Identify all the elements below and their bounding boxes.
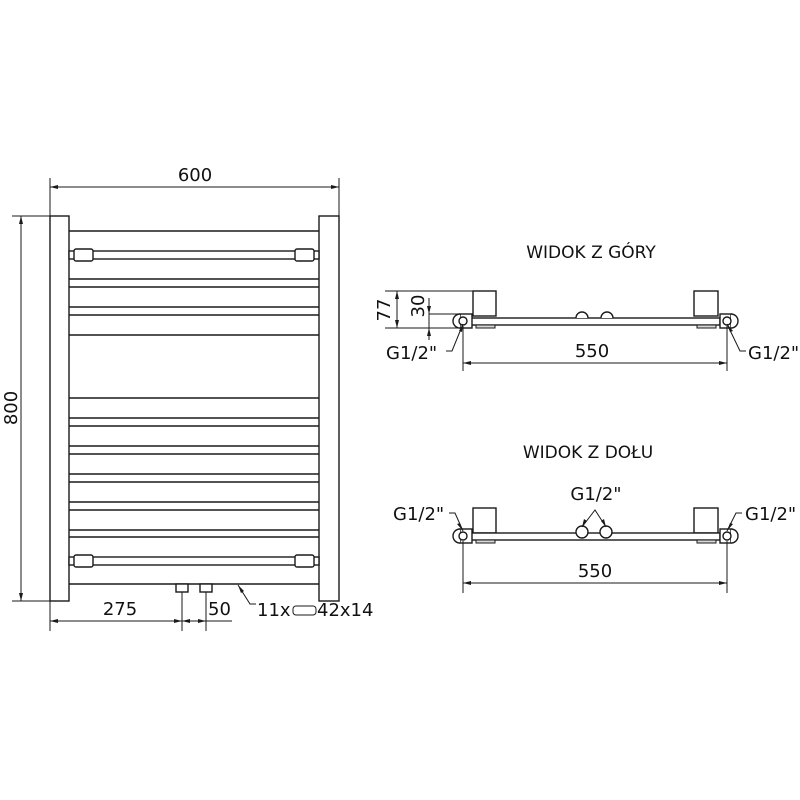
bottom-connector-left-label: G1/2" bbox=[393, 504, 444, 525]
top-connector-right-label: G1/2" bbox=[748, 343, 799, 364]
spacing-label: 50 bbox=[208, 599, 231, 620]
depth-axis-label: 30 bbox=[408, 295, 429, 318]
top-connector-left-label: G1/2" bbox=[386, 343, 437, 364]
bottom-rail bbox=[68, 554, 320, 568]
bar-callout: 11x 42x14 bbox=[237, 584, 373, 621]
top-view: WIDOK Z GÓRY 77 30 bbox=[374, 241, 799, 371]
mount-plate-right bbox=[696, 539, 717, 544]
end-cap-right bbox=[719, 528, 739, 544]
wall-bracket-right bbox=[693, 507, 719, 534]
width-dimension: 600 bbox=[49, 165, 340, 216]
wall-bracket-left bbox=[472, 507, 497, 534]
bar-count-label: 11x bbox=[257, 600, 291, 621]
end-cap-right bbox=[719, 313, 739, 329]
radiator-body-bottom bbox=[469, 532, 721, 541]
mount-plate-left bbox=[475, 324, 496, 329]
mount-plate-right bbox=[696, 324, 717, 329]
depth-total-label: 77 bbox=[374, 299, 395, 322]
connector-dome-1 bbox=[575, 311, 589, 319]
depth-dimensions: 77 30 bbox=[374, 290, 473, 340]
top-spacing-label: 550 bbox=[575, 341, 609, 362]
left-column bbox=[49, 215, 70, 602]
top-rail bbox=[68, 248, 320, 262]
end-cap-left bbox=[452, 528, 473, 544]
connector-dome-2 bbox=[600, 311, 614, 319]
connector-dimensions: 275 50 bbox=[49, 592, 232, 631]
bottom-connector-right-label: G1/2" bbox=[745, 504, 796, 525]
wall-bracket-right bbox=[693, 290, 719, 317]
wall-bracket-left bbox=[472, 290, 497, 317]
bottom-view: WIDOK Z DOŁU G1/2" G1/2" bbox=[393, 443, 796, 593]
radiator-body-top bbox=[469, 317, 721, 326]
flat-bars bbox=[69, 278, 319, 538]
connector-ring-2 bbox=[599, 525, 613, 539]
offset-label: 275 bbox=[103, 599, 137, 620]
top-view-title: WIDOK Z GÓRY bbox=[526, 241, 656, 263]
mount-plate-left bbox=[475, 539, 496, 544]
front-view: 600 800 bbox=[1, 165, 373, 631]
height-dimension: 800 bbox=[1, 215, 68, 602]
bar-profile-label: 42x14 bbox=[317, 600, 373, 621]
bar-profile-icon bbox=[292, 605, 317, 616]
right-column bbox=[318, 215, 340, 602]
height-label: 800 bbox=[1, 391, 22, 425]
bottom-connectors bbox=[175, 583, 213, 593]
bottom-spacing-label: 550 bbox=[578, 561, 612, 582]
connector-ring-1 bbox=[575, 525, 589, 539]
bottom-view-title: WIDOK Z DOŁU bbox=[523, 443, 653, 463]
bottom-connector-center-label: G1/2" bbox=[570, 484, 621, 505]
width-label: 600 bbox=[178, 165, 212, 186]
